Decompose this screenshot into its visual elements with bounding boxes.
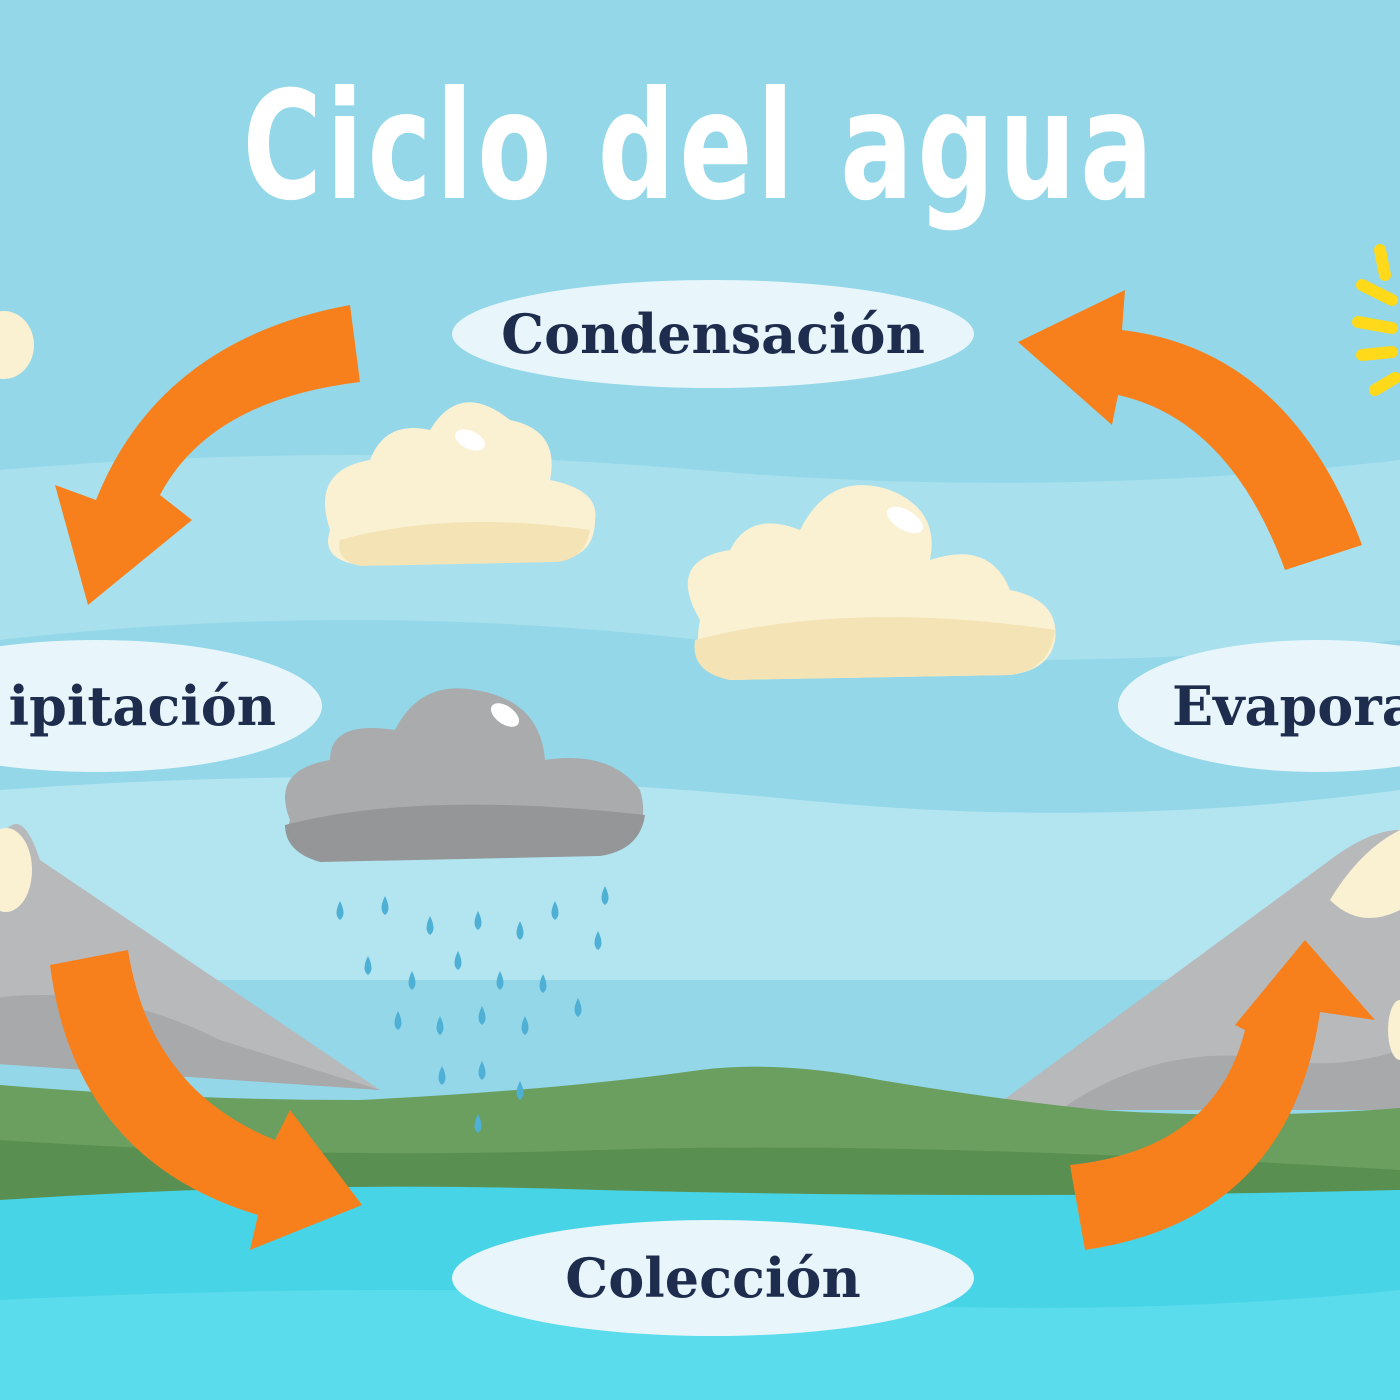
lake-light — [0, 1290, 1400, 1400]
raindrop-icon — [381, 896, 389, 915]
raindrop-icon — [436, 1016, 444, 1035]
raindrop-icon — [521, 1016, 529, 1035]
raindrop-icon — [574, 998, 582, 1017]
snow-cap — [1330, 830, 1400, 918]
raindrop-icon — [394, 1011, 402, 1030]
cloud-icon — [687, 485, 1056, 680]
raindrop-icon — [478, 1006, 486, 1025]
raindrop-icon — [539, 974, 547, 993]
cloud-icon — [325, 402, 596, 566]
raindrop-icon — [474, 911, 482, 930]
arrow-evaporation-to-condensation — [1018, 290, 1362, 570]
raindrop-icon — [516, 921, 524, 940]
raindrop-icon — [516, 1081, 524, 1100]
stage-label-collection: Colección — [452, 1220, 974, 1336]
raindrop-icon — [478, 1061, 486, 1080]
raindrops — [336, 886, 609, 1133]
page-title: Ciclo del agua — [242, 60, 1158, 234]
snow-cap — [0, 311, 34, 379]
arrow-precipitation-to-collection — [50, 950, 362, 1250]
raindrop-icon — [336, 901, 344, 920]
rain-cloud-icon — [285, 688, 645, 862]
raindrop-icon — [454, 951, 462, 970]
raindrop-icon — [426, 916, 434, 935]
raindrop-icon — [364, 956, 372, 975]
raindrop-icon — [594, 931, 602, 950]
stage-label-condensation: Condensación — [452, 280, 974, 388]
arrow-collection-to-evaporation — [1070, 940, 1375, 1250]
sun-icon — [1352, 244, 1400, 396]
raindrop-icon — [474, 1114, 482, 1133]
stage-label-precipitation: ipitación — [0, 640, 322, 772]
arrow-condensation-to-precipitation — [55, 305, 360, 605]
raindrop-icon — [408, 971, 416, 990]
raindrop-icon — [601, 886, 609, 905]
raindrop-icon — [551, 901, 559, 920]
snow-cap — [0, 828, 32, 912]
raindrop-icon — [438, 1066, 446, 1085]
snow-cap — [1388, 1000, 1400, 1060]
raindrop-icon — [496, 971, 504, 990]
